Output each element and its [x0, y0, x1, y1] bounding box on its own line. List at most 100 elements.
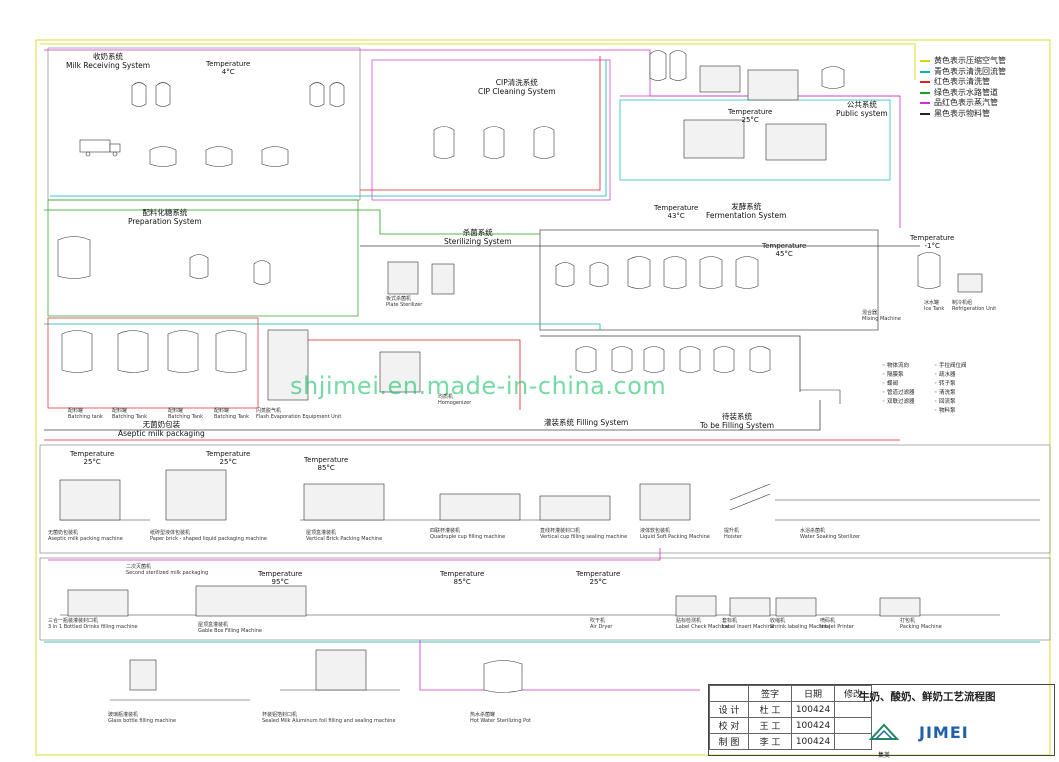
machine-icon [431, 263, 455, 295]
legend-text: 绿色表示水路管道 [934, 87, 998, 97]
tank-icon [57, 236, 91, 279]
machine-icon [59, 479, 121, 521]
symbol-item [882, 407, 930, 416]
brand-name: JIMEI [919, 723, 969, 742]
legend-swatch [920, 102, 930, 105]
symbol-row: ◦ 物料泵 [882, 407, 982, 416]
symbol-item: ◦ 手拉阀位阀 [934, 363, 967, 369]
symbol-row: ◦ 物体流向 ◦ 手拉阀位阀 [882, 362, 982, 371]
tank-icon [575, 346, 597, 373]
symbol-item: ◦ 双联过滤器 [882, 399, 915, 405]
tank-icon [679, 346, 701, 373]
legend-item: 绿色表示水路管道 [920, 88, 1006, 99]
tank-icon [749, 346, 771, 373]
tank-icon [149, 146, 177, 167]
symbol-item: ◦ 物料泵 [934, 408, 956, 414]
symbol-item: ◦ 管道过滤器 [882, 390, 915, 396]
tank-icon [189, 254, 209, 279]
legend-text: 黄色表示压缩空气管 [934, 56, 1006, 65]
machine-icon [67, 589, 129, 617]
tank-icon [155, 82, 171, 107]
symbol-item: ◦ 疏水器 [934, 372, 956, 378]
watermark-text: shjimei.en.made-in-china.com [290, 372, 667, 400]
symbol-item: ◦ 隔膜泵 [882, 372, 904, 378]
tank-icon [117, 330, 149, 373]
machine-icon [539, 495, 611, 521]
role-check: 校 对 [709, 717, 749, 734]
symbol-row: ◦ 隔膜泵 ◦ 疏水器 [882, 371, 982, 380]
legend-swatch [920, 91, 930, 94]
tank-icon [215, 330, 247, 373]
symbol-item: ◦ 物体流向 [882, 363, 909, 369]
symbol-item: ◦ 回流泵 [934, 399, 956, 405]
machine-icon [379, 351, 421, 393]
jimei-logo-icon: 集美 [867, 719, 901, 759]
tank-icon [205, 146, 233, 167]
tank-icon [917, 252, 941, 289]
symbol-item: ◦ 清洗泵 [934, 390, 956, 396]
tank-icon [253, 260, 271, 285]
machine-icon [439, 493, 521, 521]
tank-icon [699, 256, 723, 289]
date-design: 100424 [791, 701, 835, 718]
machine-icon [195, 585, 307, 617]
filling-label: 灌装系统 Filling System [544, 418, 629, 427]
role-draw: 制 图 [709, 733, 749, 750]
tank-icon [433, 126, 455, 159]
legend-text: 黑色表示物料管 [934, 108, 990, 118]
machine-icon [729, 597, 771, 617]
tank-icon [643, 346, 665, 373]
tank-icon [483, 660, 523, 693]
legend-item: 品红色表示蒸汽管 [920, 98, 1006, 109]
date-draw: 100424 [791, 733, 835, 750]
symbol-row: ◦ 管道过滤器 ◦ 清洗泵 [882, 389, 982, 398]
date-check: 100424 [791, 717, 835, 734]
header-date: 日期 [791, 685, 835, 702]
tank-icon [649, 50, 667, 81]
machine-icon [765, 123, 827, 161]
tank-icon [167, 330, 199, 373]
tank-icon [611, 346, 633, 373]
legend-swatch [920, 81, 930, 84]
legend-item: 青色表示清洗回流管 [920, 67, 1006, 78]
title-block: 签字 日期 修改 设 计 杜 工 100424 校 对 王 工 100424 制… [708, 684, 1055, 759]
legend-item: 黑色表示物料管 [920, 109, 1006, 120]
machine-icon [303, 483, 385, 521]
legend-text: 青色表示清洗回流管 [934, 66, 1006, 76]
header-sign: 签字 [748, 685, 792, 702]
tank-icon [61, 330, 93, 373]
symbol-item: ◦ 蝶阀 [882, 381, 898, 387]
